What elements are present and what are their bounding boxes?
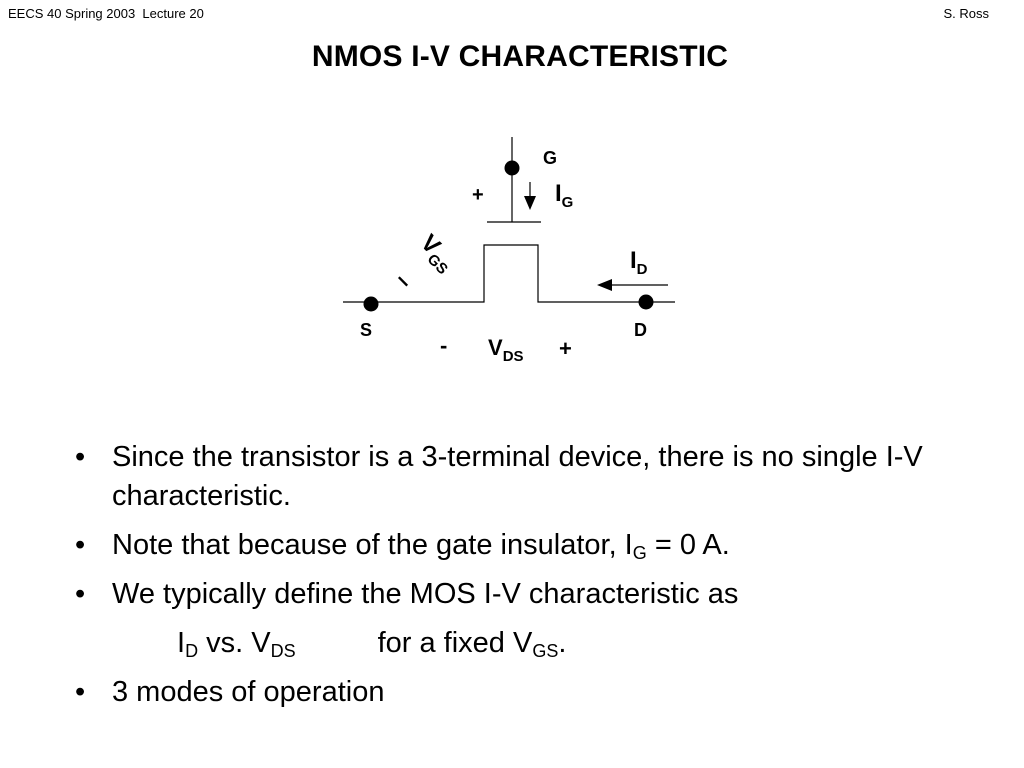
vds-minus-sign: - [440,333,447,358]
vds-plus-sign: + [559,336,572,361]
bullet-item: • Note that because of the gate insulato… [75,526,975,565]
bullet-item: • 3 modes of operation [75,673,975,712]
vds-label: VDS [488,335,524,365]
ig-arrow-head [524,196,536,210]
source-label: S [360,320,372,340]
bullet-list: • Since the transistor is a 3-terminal d… [75,438,975,722]
header-course: EECS 40 Spring 2003 Lecture 20 [8,6,204,21]
ig-label: IG [555,180,573,211]
page-title: NMOS I-V CHARACTERISTIC [311,40,729,73]
bullet-dot: • [75,529,86,561]
vgs-plus-sign: + [472,184,484,206]
bullet-text: Since the transistor is a 3-terminal dev… [112,441,923,512]
drain-terminal-dot [638,294,654,310]
id-label: ID [630,247,648,278]
source-terminal-dot [363,296,379,312]
drain-label: D [634,320,647,340]
bullet-item: • Since the transistor is a 3-terminal d… [75,438,975,516]
gate-label: G [543,148,557,168]
channel-body [343,244,675,303]
id-arrow-head [597,279,612,291]
bullet-dot: • [75,676,86,708]
bullet-item: • We typically define the MOS I-V charac… [75,575,975,614]
bullet-text: Note that because of the gate insulator,… [112,529,730,563]
bullet-text: We typically define the MOS I-V characte… [112,578,739,610]
gate-terminal-dot [504,160,520,176]
bullet-dot: • [75,578,86,610]
vgs-label: VGS [412,229,461,278]
nmos-transistor-diagram: + – G S D IG ID VGS - VDS + [343,137,675,365]
bullet-dot: • [75,441,86,473]
header-author: S. Ross [943,6,989,21]
bullet-text: 3 modes of operation [112,676,385,708]
vgs-minus-sign: – [390,266,419,295]
